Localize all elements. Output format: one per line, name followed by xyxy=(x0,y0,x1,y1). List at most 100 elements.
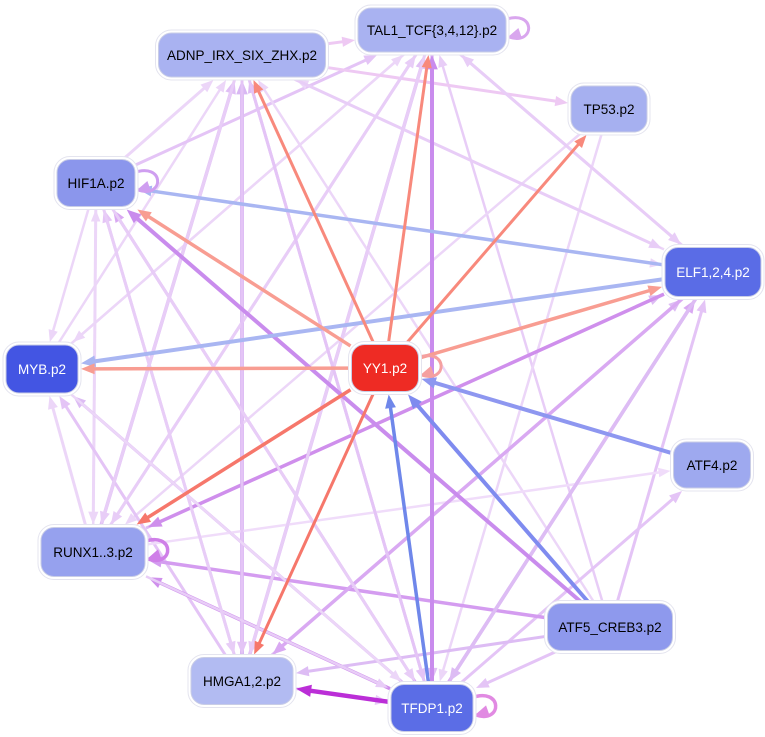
edge-arrowhead xyxy=(421,55,432,69)
edge-arrowhead xyxy=(137,180,151,191)
edge-tfdp1-hmga xyxy=(307,688,391,705)
edge-yy1-hmga xyxy=(256,391,376,647)
node-box xyxy=(673,441,751,489)
edge-arrowhead xyxy=(81,363,95,375)
edge-atf5-yy1 xyxy=(413,401,591,604)
edge-arrowhead xyxy=(554,96,568,107)
edge-arrowhead xyxy=(508,27,522,38)
edge-arrowhead xyxy=(657,467,671,478)
node-tfdp1[interactable]: TFDP1.p2 xyxy=(387,681,477,735)
edge-hif1a-adnp xyxy=(122,85,207,160)
node-atf5[interactable]: ATF5_CREB3.p2 xyxy=(544,600,676,654)
edge-yy1-adnp xyxy=(256,88,376,345)
edge-arrowhead xyxy=(648,238,662,249)
node-box xyxy=(56,159,136,207)
edge-arrowhead xyxy=(415,667,426,682)
node-adnp[interactable]: ADNP_IRX_SIX_ZHX.p2 xyxy=(155,29,329,81)
edge-arrowhead xyxy=(669,491,683,504)
edge-atf5-tfdp1 xyxy=(484,650,557,686)
edge-elf-hif1a xyxy=(148,188,665,267)
node-box xyxy=(190,657,294,705)
edge-yy1-runx xyxy=(144,388,352,521)
node-box xyxy=(547,603,673,651)
edge-hif1a-tal1 xyxy=(135,57,369,167)
node-box xyxy=(664,247,762,297)
node-box xyxy=(351,344,419,392)
edge-arrowhead xyxy=(296,684,312,697)
edge-atf5-tal1 xyxy=(440,63,604,603)
edge-arrowhead xyxy=(696,299,707,314)
edge-arrowhead xyxy=(126,209,142,224)
node-box xyxy=(5,344,79,394)
edge-arrowhead xyxy=(438,55,448,68)
edge-arrowhead xyxy=(253,80,264,94)
edge-yy1-hif1a xyxy=(145,213,352,348)
edge-arrowhead xyxy=(125,513,138,525)
edge-tal1-elf xyxy=(457,51,675,240)
edge-atf5-elf xyxy=(615,308,704,603)
edge-arrowhead xyxy=(375,678,388,688)
edge-arrowhead xyxy=(341,36,355,47)
edge-arrowhead xyxy=(148,516,163,528)
self-loop-hif1a xyxy=(131,169,160,193)
edge-elf-tfdp1 xyxy=(453,296,699,674)
edge-arrowhead xyxy=(59,396,71,410)
edge-arrowhead xyxy=(403,667,416,682)
self-loop-tal1 xyxy=(502,16,531,40)
edge-elf-hmga xyxy=(279,296,685,649)
edge-arrowhead xyxy=(408,394,422,410)
edge-yy1-elf xyxy=(419,288,653,360)
edge-arrowhead xyxy=(81,355,97,368)
edge-adnp-tp53 xyxy=(326,65,559,103)
edge-arrowhead xyxy=(389,670,402,682)
node-tp53[interactable]: TP53.p2 xyxy=(567,82,651,136)
edges-layer xyxy=(48,36,707,705)
edge-adnp-tal1 xyxy=(326,39,346,46)
node-hif1a[interactable]: HIF1A.p2 xyxy=(53,156,139,210)
node-atf4[interactable]: ATF4.p2 xyxy=(670,438,754,492)
node-runx[interactable]: RUNX1..3.p2 xyxy=(37,524,149,580)
node-hmga[interactable]: HMGA1,2.p2 xyxy=(187,654,297,708)
edge-tp53-runx xyxy=(131,132,582,520)
edge-atf5-runx xyxy=(158,559,547,620)
self-loops-layer xyxy=(131,16,531,719)
edge-yy1-tal1 xyxy=(386,64,429,344)
edge-hif1a-tfdp1 xyxy=(110,206,411,674)
node-box xyxy=(570,85,648,133)
edge-arrowhead xyxy=(147,549,162,560)
node-box xyxy=(158,32,326,78)
edge-arrowhead xyxy=(136,512,152,525)
node-box xyxy=(357,7,507,53)
edge-arrowhead xyxy=(647,285,662,296)
edge-arrowhead xyxy=(449,667,462,682)
node-elf[interactable]: ELF1,2,4.p2 xyxy=(661,244,765,300)
edge-arrowhead xyxy=(90,209,101,222)
self-loop-runx xyxy=(141,538,170,563)
edge-runx-tfdp1 xyxy=(145,575,380,685)
node-box xyxy=(390,684,474,732)
edge-arrowhead xyxy=(475,705,490,716)
edge-elf-runx xyxy=(156,292,665,525)
edge-arrowhead xyxy=(236,641,248,655)
edge-myb-tfdp1 xyxy=(69,393,396,677)
node-box xyxy=(40,527,146,577)
edge-arrowhead xyxy=(100,510,110,525)
edge-hmga-myb xyxy=(63,403,228,658)
edge-arrowhead xyxy=(73,330,86,342)
edge-arrowhead xyxy=(110,510,123,525)
edge-arrowhead xyxy=(48,329,58,342)
node-yy1[interactable]: YY1.p2 xyxy=(348,341,422,395)
self-loop-yy1 xyxy=(415,354,443,378)
node-myb[interactable]: MYB.p2 xyxy=(2,341,82,397)
edge-adnp-elf xyxy=(291,76,654,246)
edge-arrowhead xyxy=(385,394,396,409)
node-tal1[interactable]: TAL1_TCF{3,4,12}.p2 xyxy=(354,4,510,56)
edge-arrowhead xyxy=(200,80,214,93)
edge-arrowhead xyxy=(225,640,236,655)
edge-hif1a-hmga xyxy=(101,207,233,646)
edge-arrowhead xyxy=(296,666,310,677)
edge-arrowhead xyxy=(48,396,58,410)
edge-arrowhead xyxy=(363,55,378,65)
edge-runx-myb xyxy=(50,405,88,527)
